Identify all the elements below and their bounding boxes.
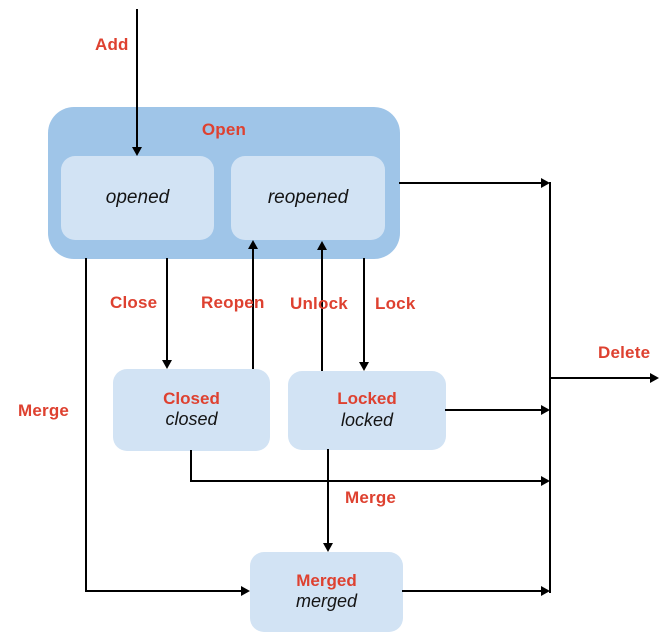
node-closed-title: Closed [163, 388, 220, 408]
node-reopened: reopened [231, 156, 385, 240]
node-reopened-label: reopened [267, 187, 349, 208]
node-closed: Closed closed [113, 369, 270, 451]
arrowhead-down-icon [359, 362, 369, 371]
node-merged-title: Merged [296, 570, 357, 590]
edge-delete-exit-line [550, 377, 650, 379]
edge-delete-rail [549, 182, 551, 593]
arrowhead-down-icon [162, 360, 172, 369]
arrowhead-right-icon [541, 476, 550, 486]
node-merged: Merged merged [250, 552, 403, 632]
arrowhead-right-icon [541, 178, 550, 188]
edge-label-merge-mid: Merge [345, 488, 397, 507]
arrowhead-right-icon [541, 586, 550, 596]
edge-label-reopen: Reopen [201, 293, 265, 312]
node-locked: Locked locked [288, 371, 446, 450]
edge-add-line [136, 9, 138, 148]
arrowhead-right-icon [541, 405, 550, 415]
edge-closed-delete-hline [190, 480, 541, 482]
edge-locked-delete-line [445, 409, 541, 411]
node-locked-title: Locked [337, 389, 397, 409]
edge-label-lock: Lock [375, 294, 416, 313]
edge-merge-left-vline [85, 258, 87, 592]
edge-close-line [166, 258, 168, 361]
edge-label-add: Add [95, 35, 129, 54]
arrowhead-right-icon [650, 373, 659, 383]
arrowhead-down-icon [132, 147, 142, 156]
node-opened-label: opened [105, 187, 170, 208]
edge-label-merge-left: Merge [18, 401, 70, 420]
edge-label-close: Close [110, 293, 158, 312]
node-locked-label: locked [340, 409, 394, 430]
edge-merge-left-hline [85, 590, 241, 592]
edge-label-unlock: Unlock [290, 294, 348, 313]
edge-closed-delete-vline [190, 450, 192, 481]
node-open-title: Open [201, 120, 247, 139]
edge-merged-delete-line [402, 590, 541, 592]
edge-unlock-line [321, 250, 323, 371]
arrowhead-up-icon [248, 240, 258, 249]
edge-merge-mid-line [327, 449, 329, 544]
arrowhead-down-icon [323, 543, 333, 552]
arrowhead-up-icon [317, 241, 327, 250]
edge-reopen-line [252, 249, 254, 369]
node-opened: opened [61, 156, 214, 240]
edge-lock-line [363, 258, 365, 363]
node-merged-label: merged [295, 591, 358, 612]
edge-label-delete: Delete [598, 343, 651, 362]
node-closed-label: closed [165, 409, 218, 430]
edge-open-delete-line [399, 182, 542, 184]
arrowhead-right-icon [241, 586, 250, 596]
